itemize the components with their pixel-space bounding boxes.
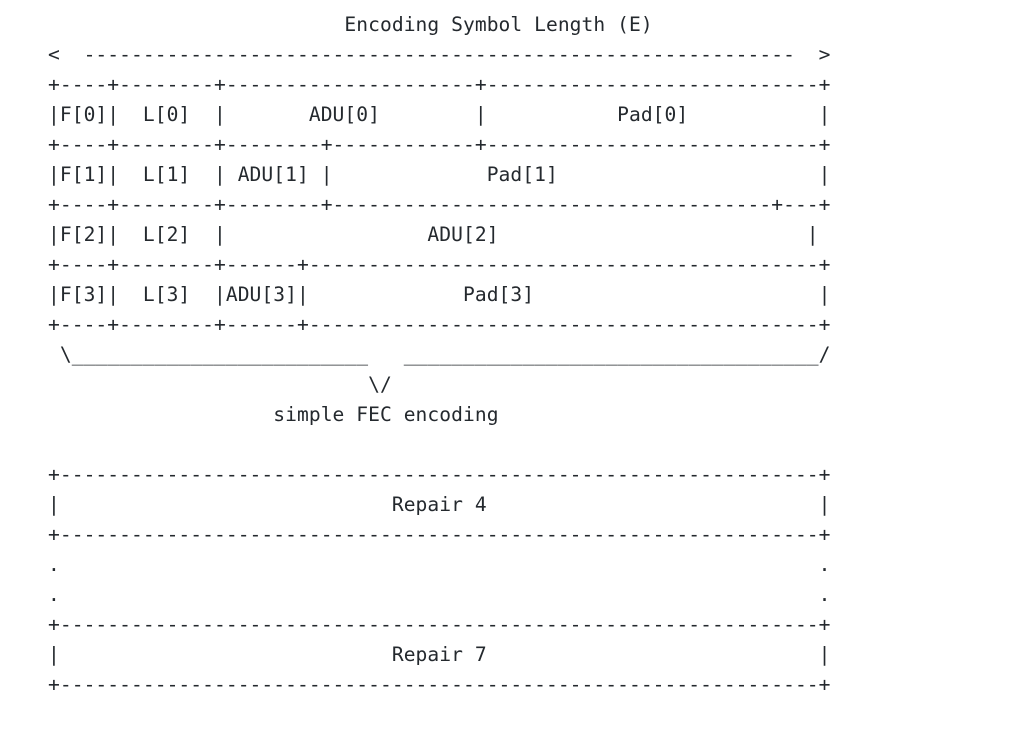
- ascii-art-body: Encoding Symbol Length (E) < -----------…: [48, 13, 831, 696]
